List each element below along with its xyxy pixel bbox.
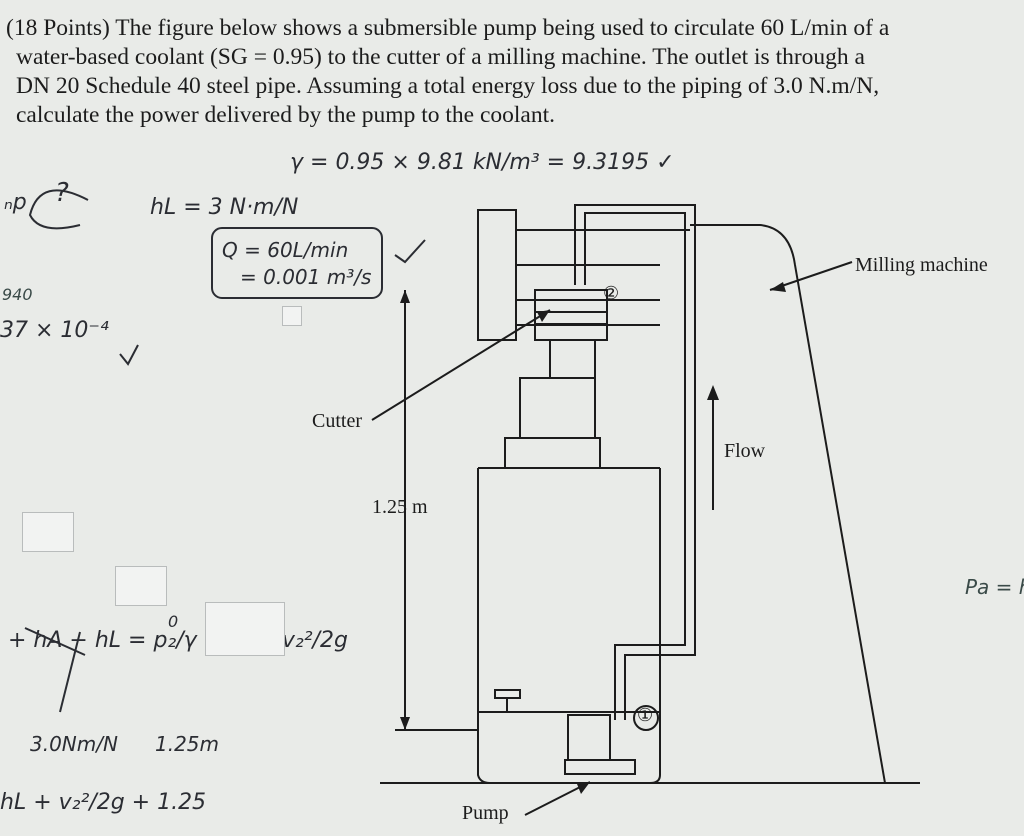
hand-right-pa: Pa = h — [965, 575, 1024, 599]
hand-specific-weight: γ = 0.95 × 9.81 kN/m³ = 9.3195 ✓ — [290, 150, 675, 175]
label-point-2: ② — [603, 283, 620, 303]
hand-head-loss: hL = 3 N·m/N — [150, 195, 299, 220]
hand-energy-equation: + hA − hL = p₂/γ + z₂ + v₂²/2g — [8, 628, 348, 653]
point-1-circle — [633, 705, 659, 731]
hand-loss-value: 3.0Nm/N — [30, 732, 118, 756]
problem-line-2: water-based coolant (SG = 0.95) to the c… — [16, 44, 865, 70]
cutter-leader — [371, 309, 551, 421]
hand-height-value: 1.25m — [155, 732, 220, 756]
blank-box-2[interactable] — [22, 512, 74, 552]
coolant-tank — [477, 705, 661, 784]
hand-question-mark: ? — [55, 178, 69, 208]
pump-body — [567, 714, 611, 761]
problem-line-1: (18 Points) The figure below shows a sub… — [6, 15, 890, 41]
hand-zero-1: 0 — [168, 612, 179, 631]
blank-box-1[interactable] — [282, 306, 302, 326]
hand-flow-q: Q = 60L/min — [222, 238, 349, 262]
table-base — [504, 437, 601, 469]
blank-box-4[interactable] — [205, 602, 285, 656]
hand-flow-q-si: = 0.001 m³/s — [240, 265, 372, 289]
problem-line-4: calculate the power delivered by the pum… — [16, 102, 555, 128]
label-flow: Flow — [724, 440, 766, 462]
spindle-head — [477, 209, 517, 341]
problem-line-3: DN 20 Schedule 40 steel pipe. Assuming a… — [16, 73, 880, 99]
label-height: 1.25 m — [372, 496, 428, 518]
label-pump: Pump — [462, 802, 509, 824]
label-cutter: Cutter — [312, 410, 362, 432]
table-mid — [519, 377, 596, 439]
coolant-pipe — [574, 204, 696, 720]
hand-cut-number: 940 — [2, 285, 33, 304]
hand-area-value: 37 × 10⁻⁴ — [0, 318, 109, 343]
problem-statement: (18 Points) The figure below shows a sub… — [6, 14, 1016, 130]
table-top — [549, 339, 596, 379]
hand-result-equation: hL + v₂²/2g + 1.25 — [0, 790, 207, 815]
label-point-1: ① — [637, 705, 654, 725]
hand-left-p: ₙp — [4, 190, 27, 215]
hand-box-q — [211, 227, 383, 299]
machine-column — [690, 224, 886, 784]
hand-circle-mark — [28, 189, 89, 230]
label-milling-machine: Milling machine — [855, 254, 988, 276]
blank-box-3[interactable] — [115, 566, 167, 606]
